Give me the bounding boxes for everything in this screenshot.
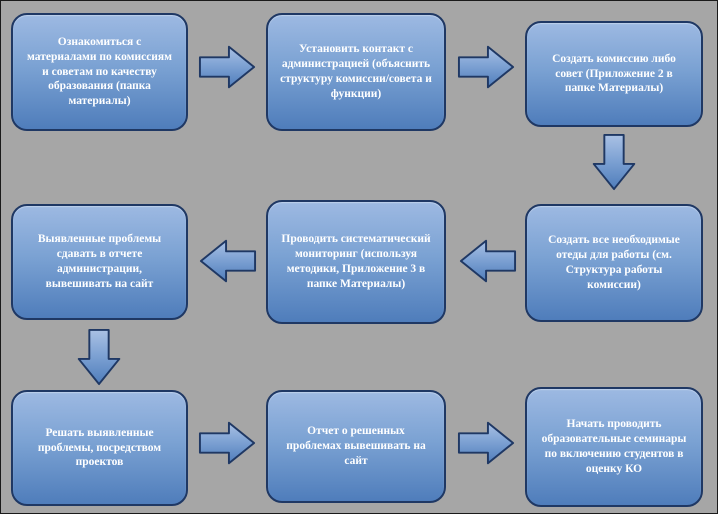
arrow-down-3-to-4-icon [591,133,637,191]
step-box-7-label: Решать выявленные проблемы, посредством … [37,426,162,469]
step-box-5-label: Проводить систематический мониторинг (ис… [281,233,431,290]
step-box-8: Отчет о решенных проблемах вывешивать на… [266,390,446,503]
arrow-down-6-to-7-icon [76,328,122,386]
step-box-5: Проводить систематический мониторинг (ис… [266,200,446,324]
arrow-left-4-to-5-icon [459,238,517,284]
step-box-1: Ознакомиться с материалами по комиссиям … [11,13,188,131]
step-box-9-label: Начать проводить образовательные семинар… [541,418,687,475]
step-box-1-label: Ознакомиться с материалами по комиссиям … [27,35,172,108]
step-box-8-label: Отчет о решенных проблемах вывешивать на… [286,425,426,467]
step-box-7: Решать выявленные проблемы, посредством … [11,390,188,506]
step-box-4: Создать все необходимые отеды для работы… [525,204,703,322]
step-box-2-label: Установить контакт с администрацией (объ… [280,43,432,100]
arrow-right-1-to-2-icon [198,44,256,90]
arrow-right-8-to-9-icon [457,420,515,466]
step-box-2: Установить контакт с администрацией (объ… [266,13,446,131]
step-box-6-label: Выявленные проблемы сдавать в отчете адм… [37,233,162,290]
arrow-left-5-to-6-icon [199,238,257,284]
step-box-4-label: Создать все необходимые отеды для работы… [548,234,680,291]
step-box-9: Начать проводить образовательные семинар… [525,387,703,507]
step-box-6: Выявленные проблемы сдавать в отчете адм… [11,204,188,320]
step-box-3-label: Создать комиссию либо совет (Приложение … [552,52,676,95]
arrow-right-2-to-3-icon [457,44,515,90]
arrow-right-7-to-8-icon [198,420,256,466]
step-box-3: Создать комиссию либо совет (Приложение … [525,21,703,127]
